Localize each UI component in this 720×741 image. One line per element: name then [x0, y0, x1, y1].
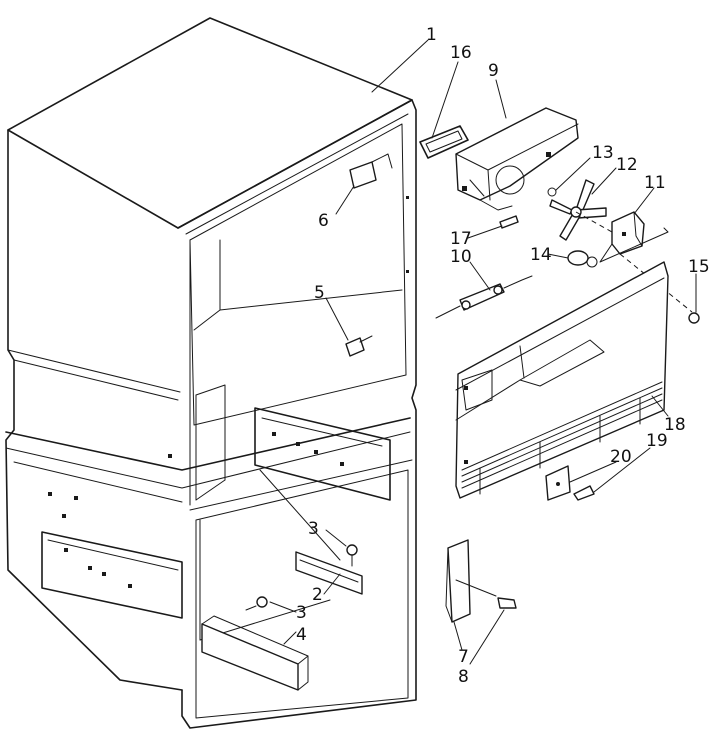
- bracket-part: [545, 465, 595, 501]
- callout-labels: 1 2 3 3 4 5 6 7 8 9 10 11 12 13 14 15 16…: [296, 25, 710, 687]
- callout-4: 4: [296, 625, 307, 645]
- mounting-bracket-part: [445, 539, 517, 623]
- rail-part: [201, 615, 309, 691]
- switch-part: [345, 335, 373, 357]
- callout-8: 8: [458, 667, 469, 687]
- callout-3: 3: [308, 519, 319, 539]
- cabinet-liner: [5, 17, 417, 729]
- grommet-part: [567, 250, 598, 268]
- callout-19: 19: [646, 431, 668, 451]
- leader-lines: [269, 39, 697, 665]
- screw-part: [688, 312, 700, 324]
- callout-16: 16: [450, 43, 472, 63]
- evaporator-cover-panel: [455, 261, 669, 499]
- callout-6: 6: [318, 211, 329, 231]
- defrost-heater-part: [435, 275, 533, 319]
- callout-1: 1: [426, 25, 437, 45]
- callout-2: 2: [312, 585, 323, 605]
- callout-14: 14: [530, 245, 552, 265]
- gasket-part: [419, 125, 469, 159]
- callout-9: 9: [488, 61, 499, 81]
- callout-13: 13: [592, 143, 614, 163]
- callout-10: 10: [450, 247, 472, 267]
- screw-part: [245, 544, 358, 611]
- callout-12: 12: [616, 155, 638, 175]
- screw-part: [499, 215, 519, 229]
- shelf-support-part: [295, 551, 363, 595]
- callout-20: 20: [610, 447, 632, 467]
- callout-7: 7: [458, 647, 469, 667]
- callout-18: 18: [664, 415, 686, 435]
- fan-housing-part: [455, 107, 579, 211]
- callout-11: 11: [644, 173, 666, 193]
- callout-5: 5: [314, 283, 325, 303]
- light-socket-part: [349, 153, 393, 189]
- callout-15: 15: [688, 257, 710, 277]
- callout-17: 17: [450, 229, 472, 249]
- callout-3b: 3: [296, 603, 307, 623]
